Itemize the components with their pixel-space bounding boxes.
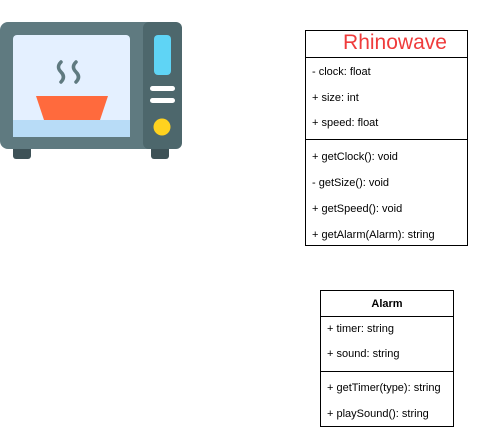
alarm-method-playsound: + playSound(): string <box>327 408 429 420</box>
steam-left-icon <box>56 60 66 84</box>
alarm-attribute-sound: + sound: string <box>327 348 400 360</box>
steam-right-icon <box>71 60 81 84</box>
rhinowave-method-getsize: - getSize(): void <box>312 177 390 189</box>
rhinowave-class-box: Rhinowave - clock: float + size: int + s… <box>305 30 468 246</box>
microwave-window-base <box>13 120 130 137</box>
microwave-control-panel <box>143 22 182 149</box>
rhinowave-attribute-clock: - clock: float <box>312 66 371 78</box>
microwave-display <box>154 35 171 75</box>
alarm-attribute-timer: + timer: string <box>327 323 394 335</box>
alarm-method-gettimer: + getTimer(type): string <box>327 382 441 394</box>
alarm-divider <box>321 371 453 372</box>
microwave-button-top <box>150 86 175 91</box>
alarm-class-name: Alarm <box>371 298 403 310</box>
rhinowave-class-header: Rhinowave <box>306 31 467 58</box>
alarm-class-box: Alarm + timer: string + sound: string + … <box>320 290 454 427</box>
rhinowave-class-name: Rhinowave <box>333 31 457 55</box>
microwave-button-bottom <box>150 98 175 103</box>
alarm-class-header: Alarm <box>321 291 453 317</box>
rhinowave-method-getalarm: + getAlarm(Alarm): string <box>312 229 435 241</box>
microwave-knob <box>153 118 171 136</box>
rhinowave-method-getclock: + getClock(): void <box>312 151 398 163</box>
rhinowave-divider <box>306 139 467 140</box>
rhinowave-method-getspeed: + getSpeed(): void <box>312 203 403 215</box>
microwave-icon <box>0 22 182 159</box>
bowl-icon <box>36 96 108 120</box>
rhinowave-attribute-size: + size: int <box>312 92 359 104</box>
rhinowave-attribute-speed: + speed: float <box>312 117 379 129</box>
